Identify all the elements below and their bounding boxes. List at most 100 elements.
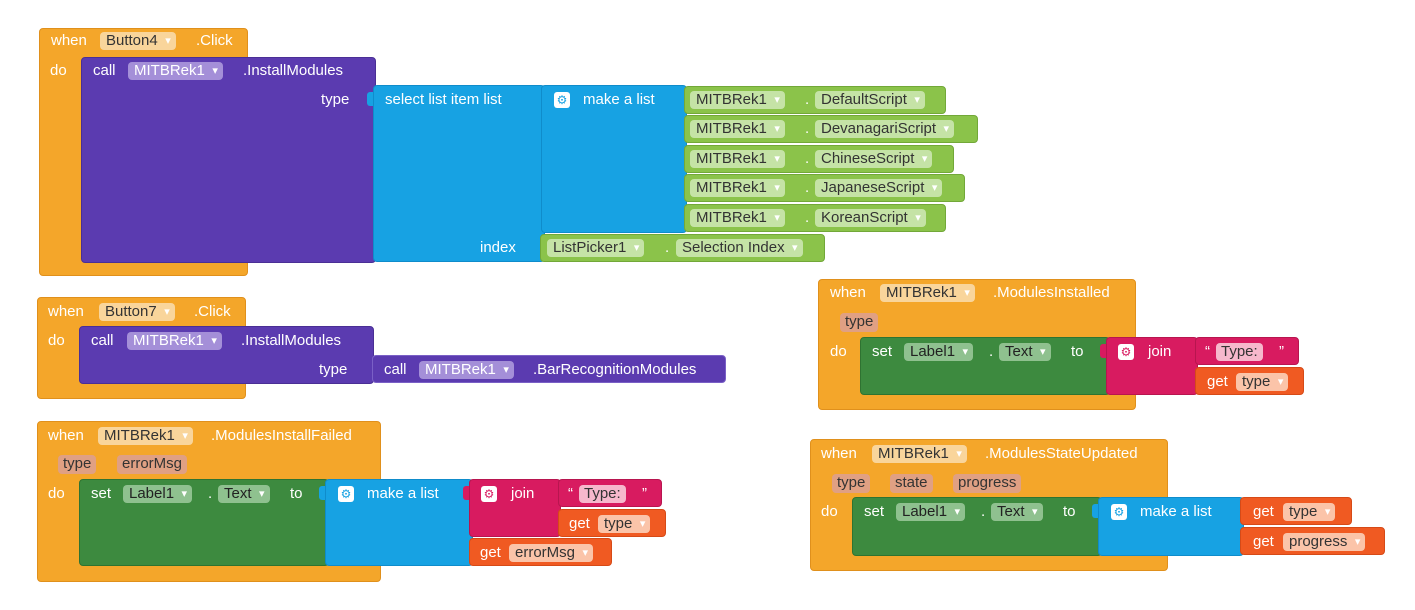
property-dropdown[interactable]: KoreanScript [815,209,926,227]
component-dropdown[interactable]: MITBRek1 [690,209,785,227]
when-keyword: when [48,303,84,320]
mutator-gear-icon[interactable]: ⚙ [338,486,354,502]
dot-separator: . [989,343,994,360]
quote-close-icon: ” [642,485,647,502]
call-keyword: call [91,332,114,349]
set-keyword: set [864,503,885,520]
component-dropdown-listpicker1[interactable]: ListPicker1 [547,239,645,257]
component-dropdown[interactable]: MITBRek1 [690,91,785,109]
variable-dropdown-errormsg[interactable]: errorMsg [509,544,594,562]
event-name: .ModulesInstallFailed [211,427,352,444]
component-dropdown[interactable]: MITBRek1 [690,150,785,168]
variable-dropdown-type[interactable]: type [1236,373,1289,391]
text-value[interactable]: Type: [1216,343,1263,361]
component-dropdown[interactable]: MITBRek1 [690,179,785,197]
event-name: .ModulesStateUpdated [985,445,1138,462]
property-dropdown[interactable]: DevanagariScript [815,120,955,138]
call-install-modules-block[interactable] [81,57,376,263]
component-dropdown-mitbrek1[interactable]: MITBRek1 [872,445,967,463]
component-dropdown-mitbrek1[interactable]: MITBRek1 [419,361,514,379]
when-keyword: when [51,32,87,49]
to-keyword: to [290,485,303,502]
dot-separator: . [805,209,810,226]
get-keyword: get [1253,533,1274,550]
do-keyword: do [830,343,847,360]
mutator-gear-icon[interactable]: ⚙ [554,92,570,108]
component-dropdown-label1[interactable]: Label1 [904,343,974,361]
variable-dropdown-progress[interactable]: progress [1283,533,1366,551]
select-list-item-label: select list item list [385,91,502,108]
param-type[interactable]: type [840,313,879,332]
mutator-gear-icon[interactable]: ⚙ [481,486,497,502]
event-name: .Click [194,303,231,320]
to-keyword: to [1063,503,1076,520]
property-dropdown[interactable]: ChineseScript [815,150,933,168]
quote-close-icon: ” [1279,343,1284,360]
component-dropdown-mitbrek1[interactable]: MITBRek1 [98,427,193,445]
param-errormsg[interactable]: errorMsg [117,455,188,474]
variable-dropdown-type[interactable]: type [1283,503,1336,521]
make-a-list-label: make a list [367,485,439,502]
dot-separator: . [981,503,986,520]
get-keyword: get [569,515,590,532]
set-label-text-block[interactable] [852,497,1102,556]
join-label: join [1148,343,1172,360]
dot-separator: . [805,91,810,108]
component-dropdown-button4[interactable]: Button4 [100,32,176,50]
component-dropdown-label1[interactable]: Label1 [896,503,966,521]
set-label-text-block[interactable] [860,337,1110,395]
variable-dropdown-type[interactable]: type [598,515,651,533]
set-keyword: set [91,485,112,502]
property-dropdown-text[interactable]: Text [218,485,270,503]
component-dropdown-mitbrek1[interactable]: MITBRek1 [880,284,975,302]
param-type[interactable]: type [58,455,97,474]
component-dropdown-mitbrek1[interactable]: MITBRek1 [127,332,222,350]
quote-open-icon: “ [568,485,573,502]
mutator-gear-icon[interactable]: ⚙ [1118,344,1134,360]
do-keyword: do [50,62,67,79]
property-dropdown-text[interactable]: Text [991,503,1043,521]
component-dropdown-button7[interactable]: Button7 [99,303,175,321]
property-dropdown-selection-index[interactable]: Selection Index [676,239,803,257]
property-dropdown[interactable]: JapaneseScript [815,179,943,197]
get-keyword: get [1253,503,1274,520]
type-arg-label: type [319,361,348,378]
call-keyword: call [93,62,116,79]
property-dropdown[interactable]: DefaultScript [815,91,925,109]
when-keyword: when [830,284,866,301]
mutator-gear-icon[interactable]: ⚙ [1111,504,1127,520]
select-list-item-block[interactable] [373,85,545,262]
join-label: join [511,485,535,502]
property-dropdown-text[interactable]: Text [999,343,1051,361]
component-dropdown[interactable]: MITBRek1 [690,120,785,138]
component-dropdown-mitbrek1[interactable]: MITBRek1 [128,62,223,80]
to-keyword: to [1071,343,1084,360]
make-a-list-label: make a list [1140,503,1212,520]
set-label-text-block[interactable] [79,479,329,566]
param-type[interactable]: type [832,474,871,493]
make-a-list-label: make a list [583,91,655,108]
do-keyword: do [48,332,65,349]
method-name: .InstallModules [241,332,342,349]
dot-separator: . [805,179,810,196]
component-dropdown-label1[interactable]: Label1 [123,485,193,503]
method-name: .BarRecognitionModules [533,361,697,378]
type-arg-label: type [321,91,350,108]
make-a-list-block[interactable] [541,85,687,233]
param-progress[interactable]: progress [953,474,1022,493]
do-keyword: do [821,503,838,520]
dot-separator: . [208,485,213,502]
when-keyword: when [48,427,84,444]
dot-separator: . [805,150,810,167]
event-name: .Click [196,32,233,49]
call-keyword: call [384,361,407,378]
event-name: .ModulesInstalled [993,284,1110,301]
param-state[interactable]: state [890,474,933,493]
do-keyword: do [48,485,65,502]
get-keyword: get [480,544,501,561]
when-keyword: when [821,445,857,462]
set-keyword: set [872,343,893,360]
method-name: .InstallModules [243,62,344,79]
text-value[interactable]: Type: [579,485,626,503]
dot-separator: . [665,239,670,256]
